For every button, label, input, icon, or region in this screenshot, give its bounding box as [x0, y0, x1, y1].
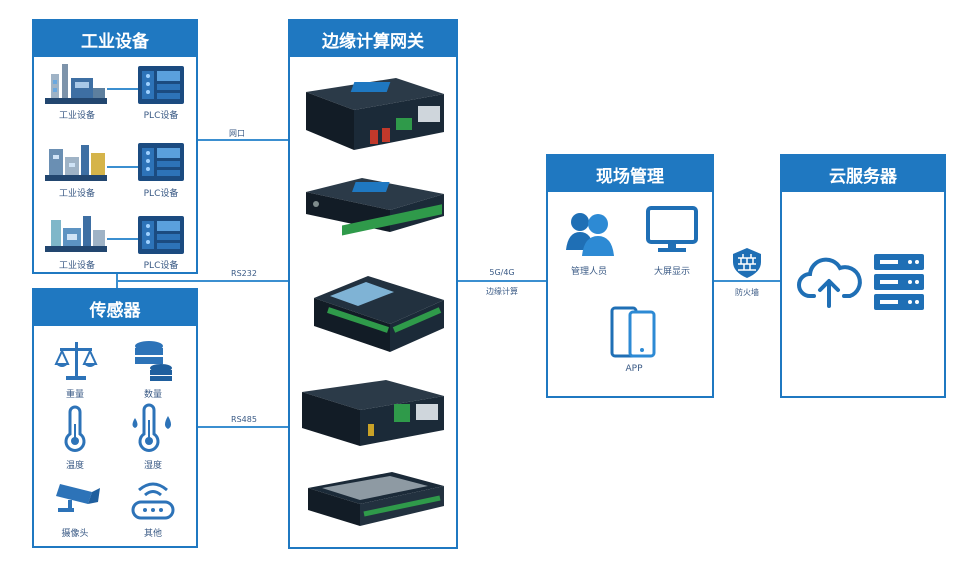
connector-network	[198, 139, 288, 141]
gateway-device-2	[306, 178, 444, 236]
label-edge-computing: 边缘计算	[486, 287, 518, 296]
database-icon	[135, 341, 172, 381]
label-cellular: 5G/4G	[489, 268, 515, 277]
onsite-management-title: 现场管理	[548, 156, 712, 192]
users-icon	[566, 213, 614, 256]
factory-icon	[45, 216, 107, 252]
onsite-label-big-screen: 大屏显示	[653, 267, 690, 277]
sensors-title: 传感器	[34, 290, 196, 326]
connector-rs232	[117, 280, 288, 282]
camera-icon	[56, 484, 100, 512]
cloud-server-title: 云服务器	[782, 156, 944, 192]
edge-gateway-title: 边缘计算网关	[290, 21, 456, 57]
factory-icon	[45, 145, 107, 181]
sensor-label-temperature: 温度	[65, 461, 84, 471]
firewall-icon	[733, 248, 761, 278]
equipment-label: 工业设备	[58, 111, 95, 121]
gateway-device-1	[306, 78, 444, 150]
label-rs485: RS485	[231, 415, 257, 424]
connector-cellular	[458, 280, 546, 282]
connector-rs485	[198, 426, 288, 428]
cloud-upload-icon	[797, 257, 862, 308]
plc-device-icon	[138, 66, 184, 104]
sensor-label-weight: 重量	[65, 390, 84, 400]
plc-device-icon	[138, 143, 184, 181]
label-network-port: 网口	[229, 129, 245, 138]
gateway-device-5	[308, 472, 444, 526]
router-icon	[131, 482, 175, 520]
connector-firewall	[714, 280, 780, 282]
sensor-label-camera: 摄像头	[61, 529, 89, 539]
onsite-label-app: APP	[625, 364, 643, 374]
humidity-icon	[132, 403, 171, 452]
industrial-equipment-title: 工业设备	[34, 21, 196, 57]
sensor-label-other: 其他	[143, 529, 162, 539]
monitor-icon	[646, 206, 698, 252]
plc-label: PLC设备	[143, 261, 179, 271]
plc-label: PLC设备	[143, 111, 179, 121]
equipment-label: 工业设备	[58, 189, 95, 199]
label-rs232: RS232	[231, 269, 257, 278]
label-firewall: 防火墙	[735, 288, 759, 297]
plc-device-icon	[138, 216, 184, 254]
scale-icon	[54, 342, 98, 380]
mobile-app-icon	[610, 306, 656, 358]
gateway-device-4	[302, 380, 444, 446]
thermometer-icon	[64, 405, 86, 452]
plc-label: PLC设备	[143, 189, 179, 199]
onsite-label-managers: 管理人员	[570, 267, 607, 277]
server-rack-icon	[874, 254, 924, 310]
factory-icon	[45, 64, 107, 104]
sensor-label-quantity: 数量	[143, 390, 162, 400]
sensor-label-humidity: 湿度	[143, 461, 162, 471]
gateway-device-3	[314, 276, 444, 352]
equipment-label: 工业设备	[58, 261, 95, 271]
